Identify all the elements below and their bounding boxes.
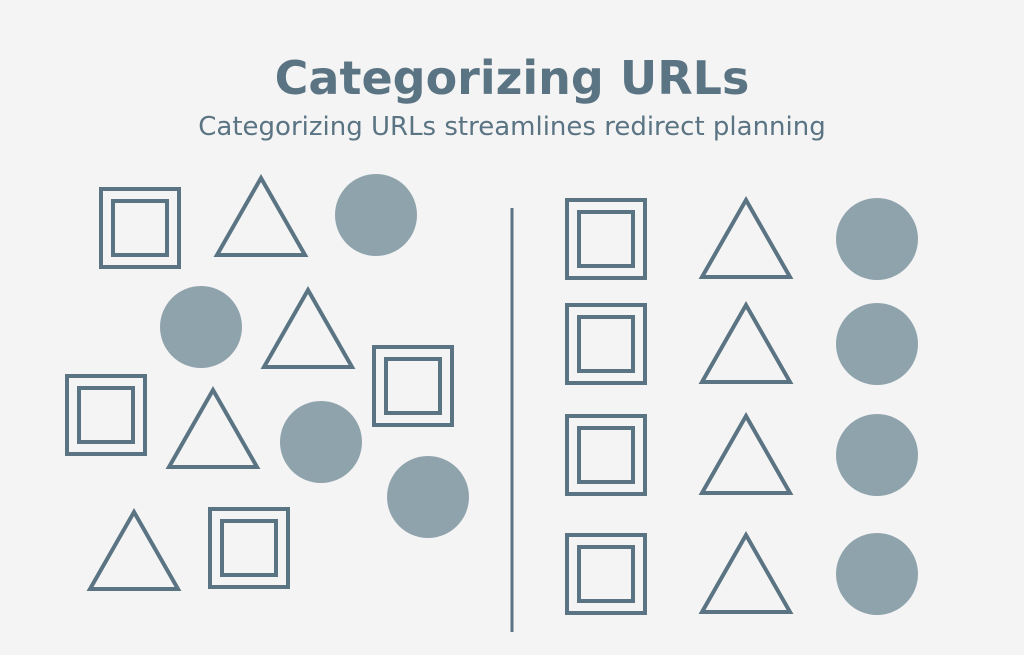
circle-shape-sorted	[836, 414, 918, 496]
triangle-shape-sorted	[698, 195, 794, 279]
triangle-shape-sorted	[698, 300, 794, 384]
circle-shape-unsorted	[335, 174, 417, 256]
square-shape-unsorted	[99, 187, 181, 269]
circle-shape-sorted	[836, 303, 918, 385]
circle-shape-sorted	[836, 533, 918, 615]
square-shape-unsorted	[208, 507, 290, 589]
triangle-shape-unsorted	[213, 173, 309, 257]
square-shape-sorted	[565, 533, 647, 615]
square-shape-unsorted	[372, 345, 454, 427]
triangle-shape-sorted	[698, 411, 794, 495]
diagram-title: Categorizing URLs	[274, 51, 750, 105]
square-shape-sorted	[565, 414, 647, 496]
square-shape-sorted	[565, 303, 647, 385]
triangle-shape-unsorted	[86, 507, 182, 591]
circle-shape-unsorted	[387, 456, 469, 538]
circle-shape-unsorted	[160, 286, 242, 368]
diagram-subtitle: Categorizing URLs streamlines redirect p…	[198, 112, 826, 142]
square-shape-unsorted	[65, 374, 147, 456]
circle-shape-unsorted	[280, 401, 362, 483]
circle-shape-sorted	[836, 198, 918, 280]
square-shape-sorted	[565, 198, 647, 280]
triangle-shape-sorted	[698, 530, 794, 614]
triangle-shape-unsorted	[165, 385, 261, 469]
triangle-shape-unsorted	[260, 285, 356, 369]
